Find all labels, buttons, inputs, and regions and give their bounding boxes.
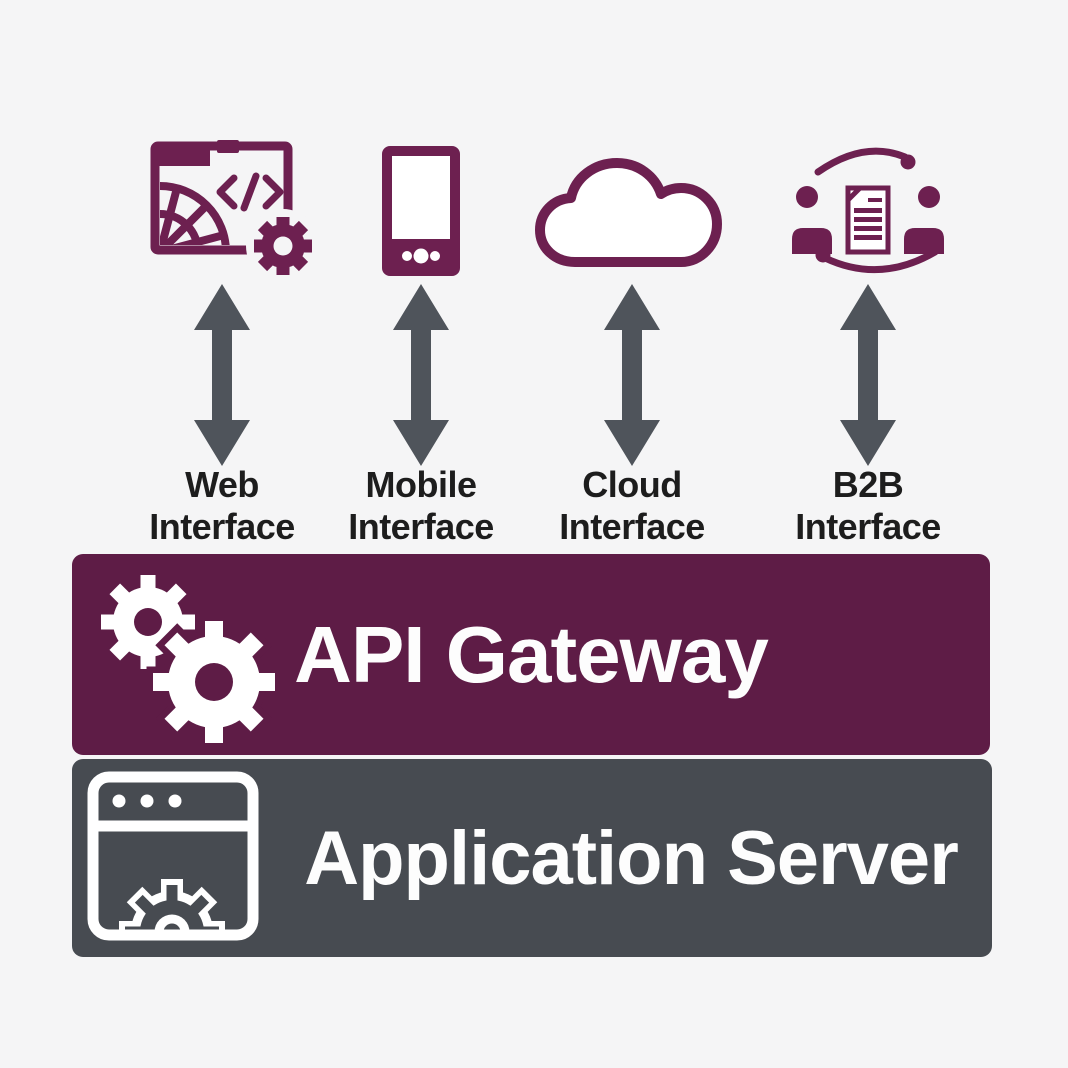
label-line1: Cloud xyxy=(582,464,682,505)
gear-outline-icon xyxy=(119,879,225,932)
label-cloud-interface: Cloud Interface xyxy=(512,464,752,548)
bidirectional-arrow-cloud xyxy=(604,284,660,466)
bidirectional-arrow-b2b xyxy=(840,284,896,466)
web-browser-globe-code-gear-icon xyxy=(150,140,320,283)
document-icon xyxy=(845,185,891,255)
application-server-title: Application Server xyxy=(304,815,959,901)
api-gateway-title: API Gateway xyxy=(294,609,769,699)
cloud-icon xyxy=(535,158,722,267)
code-tag-icon xyxy=(216,172,284,212)
gear-large xyxy=(146,614,278,748)
label-line1: Mobile xyxy=(365,464,478,505)
mobile-phone-icon xyxy=(382,146,460,276)
bidirectional-arrow-mobile xyxy=(393,284,449,466)
cycle-arc-bottom xyxy=(821,248,939,274)
label-web-interface: Web Interface xyxy=(102,464,342,548)
label-b2b-interface: B2B Interface xyxy=(748,464,988,548)
label-line1: B2B xyxy=(832,464,904,505)
gears-icon xyxy=(101,575,278,748)
browser-window-gear-icon xyxy=(87,771,259,941)
cycle-arc-top xyxy=(814,147,909,176)
label-line2: Interface xyxy=(149,506,295,547)
label-line1: Web xyxy=(185,464,259,505)
api-gateway-bar: API Gateway xyxy=(72,554,990,755)
label-line2: Interface xyxy=(795,506,941,547)
b2b-document-exchange-icon xyxy=(792,147,944,274)
application-server-bar: Application Server xyxy=(72,759,992,957)
label-mobile-interface: Mobile Interface xyxy=(301,464,541,548)
bidirectional-arrow-web xyxy=(194,284,250,466)
label-line2: Interface xyxy=(348,506,494,547)
person-left-icon xyxy=(792,186,832,254)
person-right-icon xyxy=(904,186,944,254)
globe-icon xyxy=(160,182,230,245)
gear-icon xyxy=(246,209,320,283)
label-line2: Interface xyxy=(559,506,705,547)
